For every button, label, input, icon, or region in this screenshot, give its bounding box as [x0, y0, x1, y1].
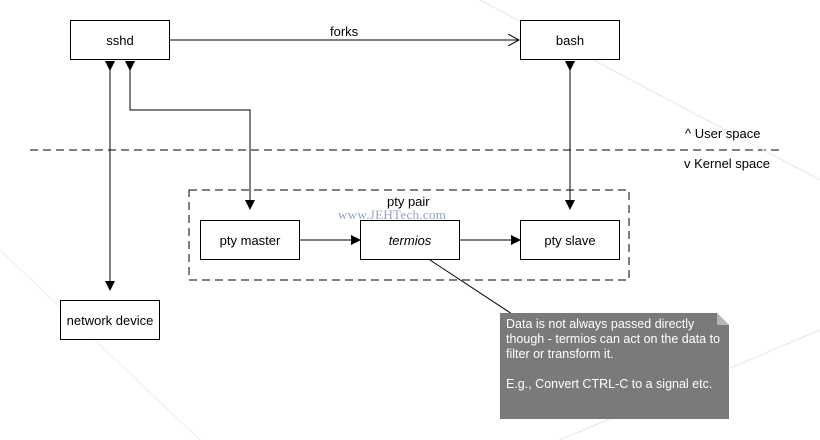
note-fold-corner: [717, 313, 729, 325]
background-diagonal-line: [0, 249, 201, 440]
watermark: www.JEHTech.com: [338, 207, 447, 222]
sshd-node: sshd: [70, 20, 170, 60]
network-device-label: network device: [66, 312, 154, 328]
pty-master-node: pty master: [200, 220, 300, 260]
pty-pair-label: pty pair: [387, 194, 430, 209]
note-line-1: Data is not always passed directly thoug…: [506, 317, 721, 361]
note-connector-line: [429, 259, 513, 315]
note-line-2: E.g., Convert CTRL-C to a signal etc.: [506, 377, 713, 391]
user-space-label: ^ User space: [685, 126, 761, 141]
termios-label: termios: [388, 232, 432, 248]
pty-master-label: pty master: [219, 232, 281, 248]
sshd-label: sshd: [106, 32, 134, 48]
forks-label: forks: [330, 24, 359, 39]
bash-node: bash: [520, 20, 620, 60]
sshd-pty-master-arrow: [125, 61, 255, 210]
termios-node: termios: [360, 220, 460, 260]
kernel-space-label: v Kernel space: [684, 156, 770, 171]
pty-slave-label: pty slave: [544, 232, 596, 248]
network-device-node: network device: [60, 300, 160, 340]
termios-note: Data is not always passed directly thoug…: [500, 313, 729, 419]
pty-pair-container: [188, 189, 630, 281]
pty-slave-node: pty slave: [520, 220, 620, 260]
bash-label: bash: [555, 32, 585, 48]
